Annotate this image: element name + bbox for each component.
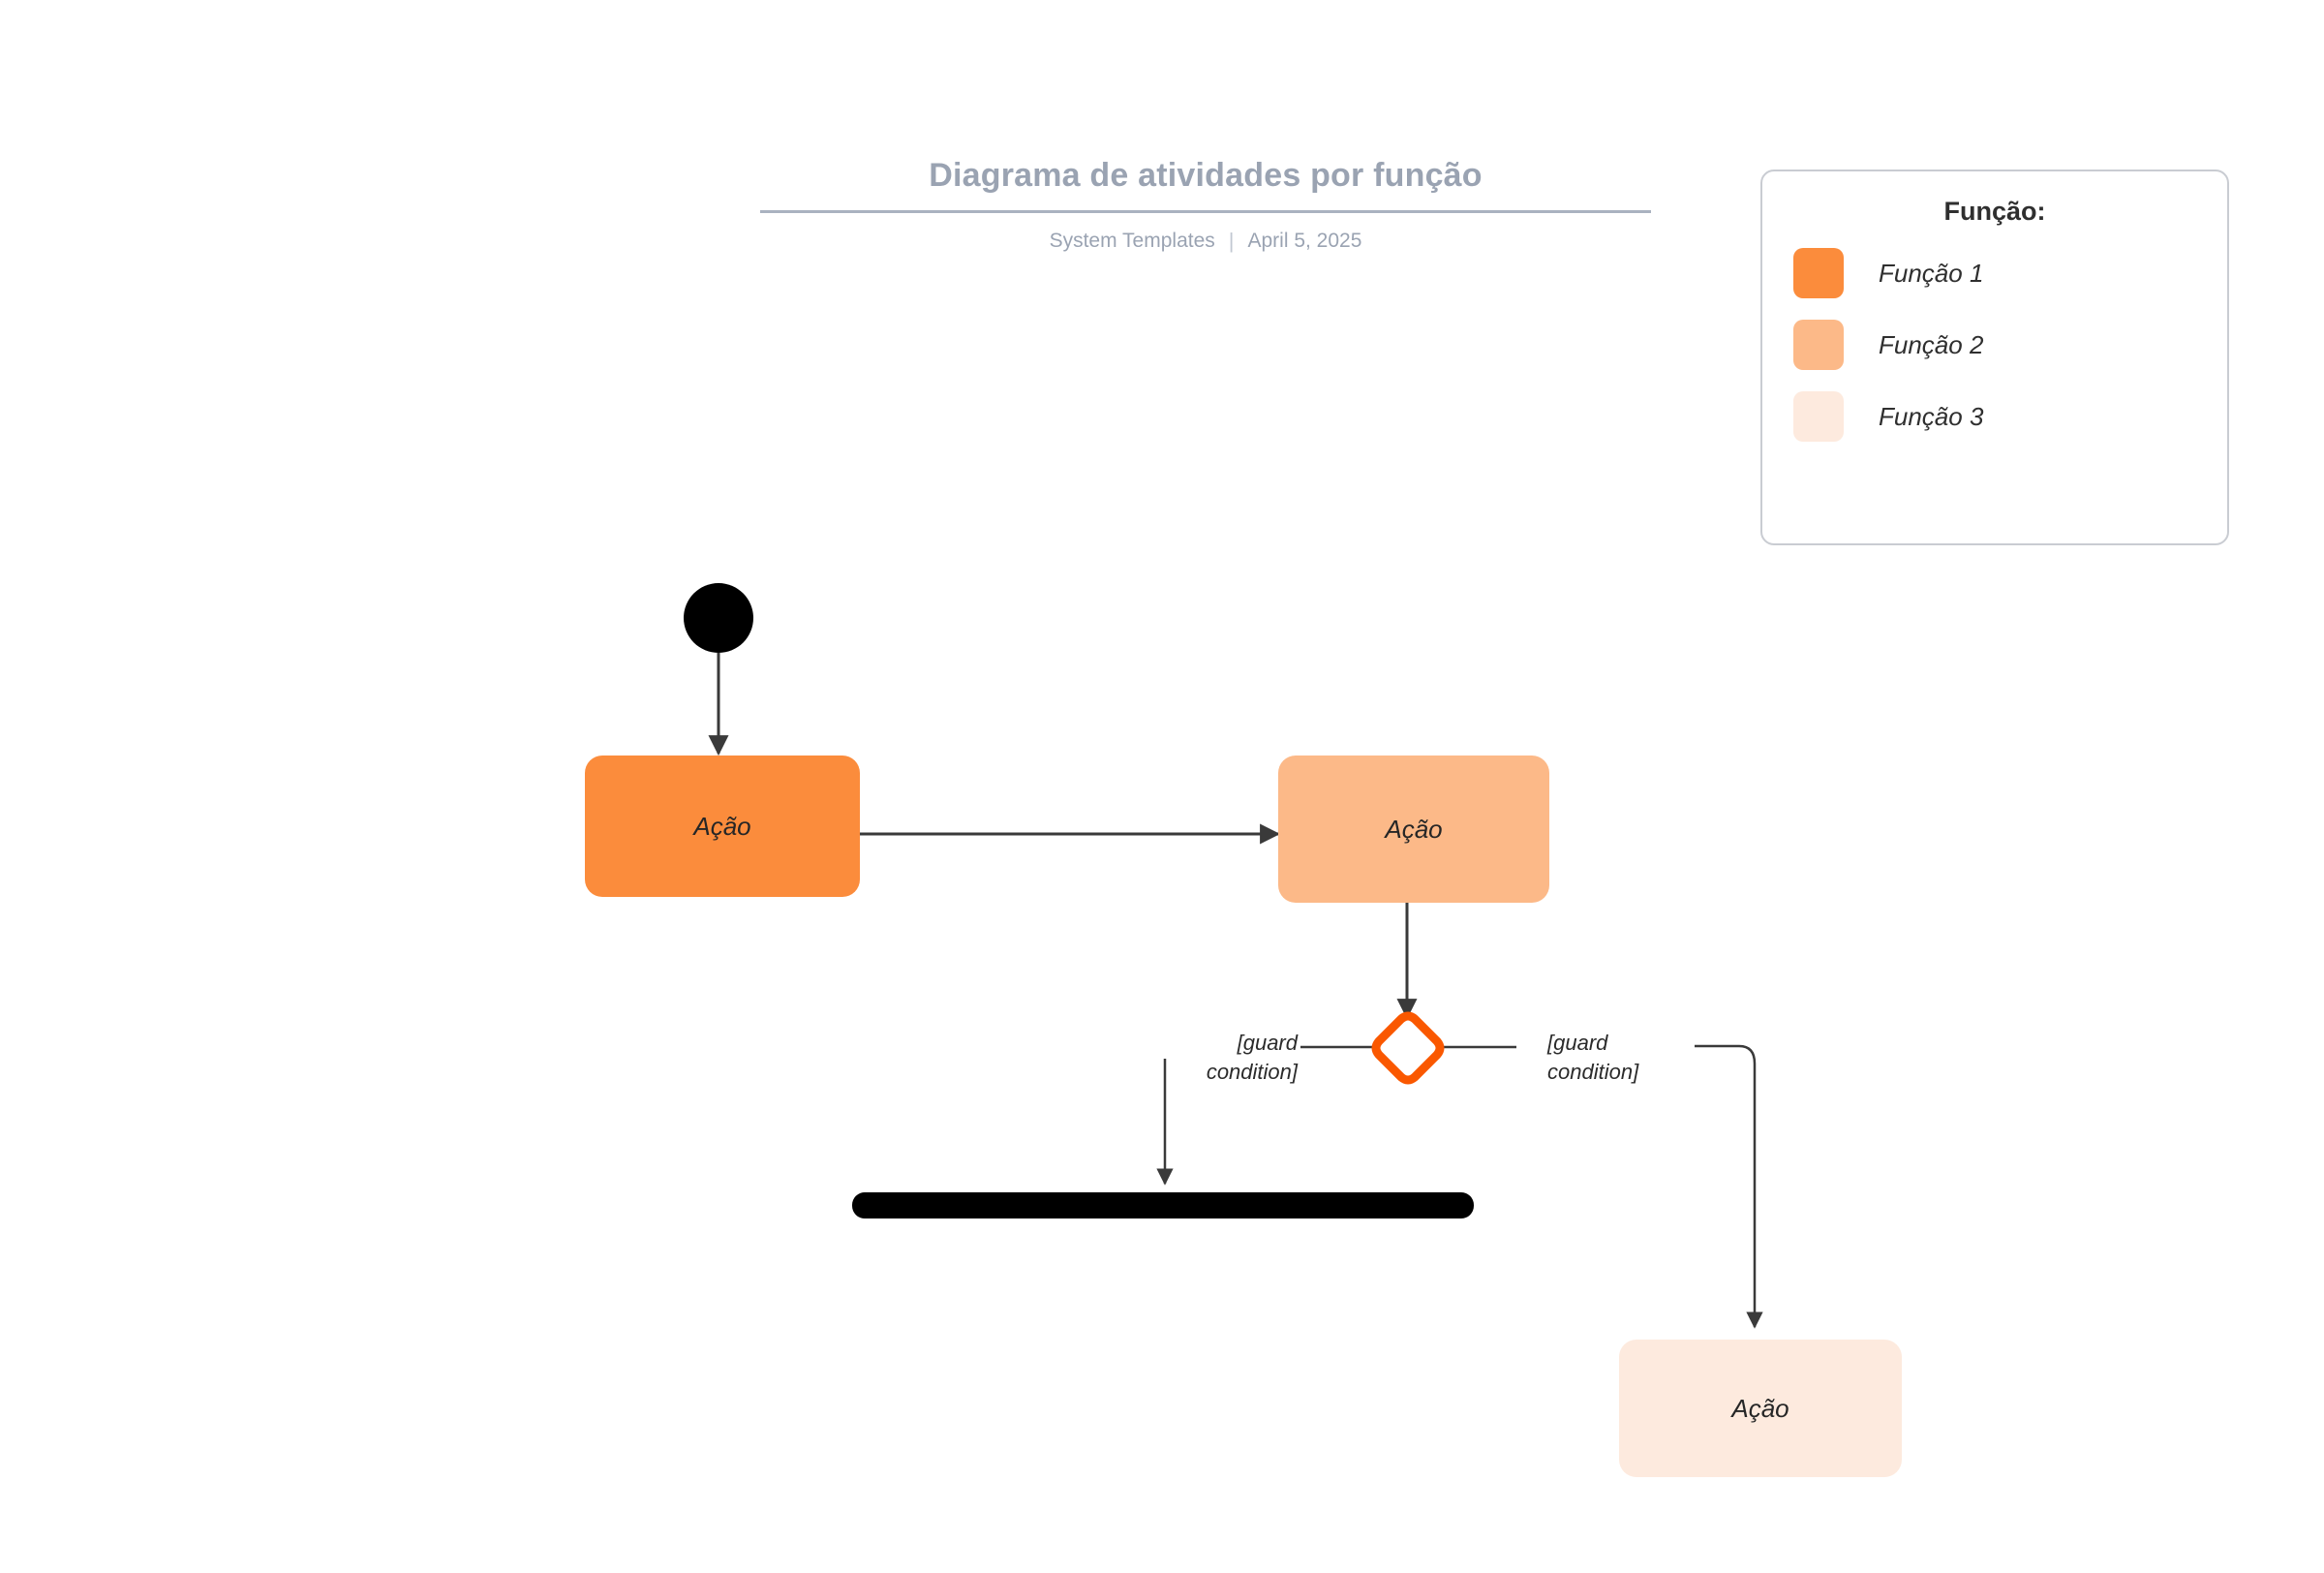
guard-condition-label-left: [guard condition] xyxy=(1206,1031,1298,1084)
legend-swatch-funcao-1 xyxy=(1793,248,1844,298)
page-title: Diagrama de atividades por função xyxy=(929,157,1483,194)
action-node-3-label: Ação xyxy=(1731,1393,1789,1423)
subtitle-source: System Templates xyxy=(1049,229,1215,252)
action-node-2-label: Ação xyxy=(1385,814,1443,844)
action-node-3[interactable]: Ação xyxy=(1619,1340,1902,1477)
subtitle-date: April 5, 2025 xyxy=(1247,229,1362,252)
decision-node[interactable] xyxy=(1369,1009,1447,1087)
guard-condition-label-right: [guard condition] xyxy=(1547,1031,1639,1084)
legend-item-funcao-2[interactable]: Função 2 xyxy=(1762,320,2227,370)
diagram-header: Diagrama de atividades por função System… xyxy=(760,155,1651,254)
legend-item-funcao-1[interactable]: Função 1 xyxy=(1762,248,2227,298)
decision-diamond-shape xyxy=(1371,1011,1445,1085)
edge-decision-to-action3 xyxy=(1695,1044,1763,1329)
legend-label-funcao-1: Função 1 xyxy=(1879,258,1984,288)
action-node-2[interactable]: Ação xyxy=(1278,756,1549,903)
title-divider xyxy=(760,209,1651,213)
legend-label-funcao-3: Função 3 xyxy=(1879,401,1984,431)
legend-panel: Função: Função 1 Função 2 Função 3 xyxy=(1760,170,2229,545)
fork-join-bar[interactable] xyxy=(852,1192,1474,1218)
legend-label-funcao-2: Função 2 xyxy=(1879,329,1984,359)
action-node-1[interactable]: Ação xyxy=(585,756,860,897)
legend-swatch-funcao-2 xyxy=(1793,320,1844,370)
subtitle: System Templates | April 5, 2025 xyxy=(760,229,1651,254)
subtitle-separator: | xyxy=(1228,228,1235,253)
initial-node[interactable] xyxy=(684,583,753,653)
legend-swatch-funcao-3 xyxy=(1793,391,1844,442)
legend-title: Função: xyxy=(1943,197,2046,226)
action-node-1-label: Ação xyxy=(693,811,751,841)
legend-item-funcao-3[interactable]: Função 3 xyxy=(1762,391,2227,442)
